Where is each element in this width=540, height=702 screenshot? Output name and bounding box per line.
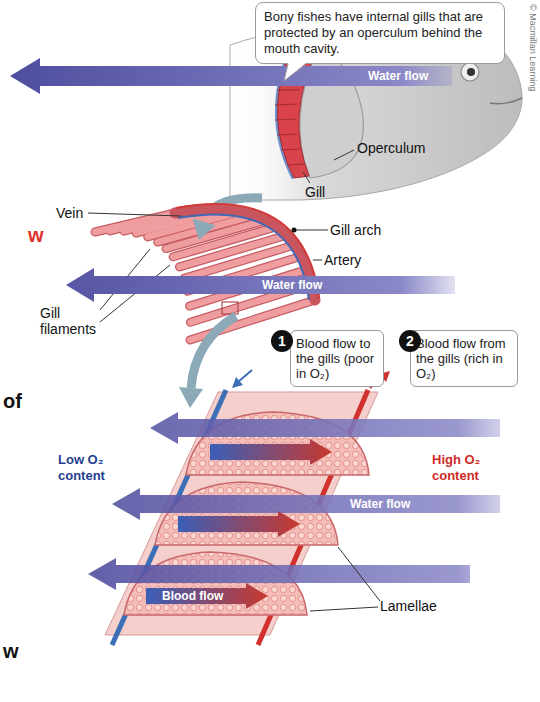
oxygen-label: High O₂ content bbox=[432, 452, 502, 484]
water-flow-arrow bbox=[66, 268, 455, 302]
zoom-box bbox=[222, 302, 238, 314]
leader-line bbox=[296, 230, 328, 231]
water-flow-arrow bbox=[150, 412, 500, 444]
flow-label: Blood flow bbox=[162, 589, 223, 603]
part-label: Gill filaments bbox=[40, 305, 104, 337]
water-flow-arrow bbox=[88, 558, 470, 590]
gill-stripe bbox=[275, 119, 296, 120]
leader-line bbox=[334, 150, 354, 160]
leader-line bbox=[313, 260, 322, 261]
part-label: Gill arch bbox=[330, 222, 381, 238]
gill-shape bbox=[277, 46, 318, 178]
gill-stripe bbox=[287, 164, 304, 165]
callout-tail-fill bbox=[284, 63, 306, 81]
leader-line bbox=[88, 213, 181, 216]
slide-text: w bbox=[3, 640, 19, 662]
zoom-arrowhead bbox=[193, 219, 216, 241]
leader-line bbox=[303, 172, 310, 183]
callout-number: 1 bbox=[271, 330, 293, 352]
flow-label: Water flow bbox=[368, 69, 428, 83]
part-label: Operculum bbox=[357, 140, 425, 156]
gill-stripe bbox=[275, 104, 297, 105]
leader-dot bbox=[292, 228, 297, 233]
fish-eye bbox=[461, 63, 479, 81]
slide-text: of bbox=[3, 390, 22, 412]
blood-flow-arrow bbox=[146, 583, 268, 609]
callout-box: Blood flow to the gills (poor in O₂) bbox=[290, 330, 384, 387]
gill-stripe bbox=[277, 89, 300, 90]
oxygen-label: Low O₂ content bbox=[58, 452, 128, 484]
zoom-arrow bbox=[191, 316, 236, 388]
gill-stripe bbox=[281, 149, 300, 150]
slide-text: w bbox=[28, 224, 44, 246]
part-label: Vein bbox=[56, 205, 83, 221]
lamella bbox=[155, 482, 338, 545]
part-label: Lamellae bbox=[380, 598, 437, 614]
blood-in-arrowhead bbox=[232, 377, 243, 388]
callout-tail bbox=[280, 63, 310, 83]
callout-text: Bony fishes have internal gills that are… bbox=[264, 9, 496, 57]
flow-label: Water flow bbox=[350, 497, 410, 511]
callout-number: 2 bbox=[399, 330, 421, 352]
fish-pupil bbox=[467, 68, 475, 76]
callout-text: Blood flow to the gills (poor in O₂) bbox=[296, 336, 378, 381]
callout-tail-outline bbox=[284, 64, 306, 81]
leader-line bbox=[338, 547, 380, 601]
fish-mouth bbox=[490, 98, 522, 104]
lamella bbox=[124, 552, 307, 615]
flow-label: Water flow bbox=[262, 278, 322, 292]
blood-flow-arrow bbox=[178, 511, 300, 537]
part-label: Artery bbox=[324, 252, 361, 268]
watermark: © Macmillan Learning bbox=[527, 4, 538, 91]
water-arrows bbox=[88, 412, 500, 590]
callout-text: Blood flow from the gills (rich in O₂) bbox=[416, 336, 512, 381]
callout-box: Bony fishes have internal gills that are… bbox=[255, 2, 505, 64]
part-label: Gill bbox=[305, 184, 325, 200]
gill-filaments bbox=[95, 209, 315, 340]
zoom-arrowhead bbox=[179, 387, 203, 408]
blood-flow-arrow bbox=[210, 439, 332, 465]
gill-stripe bbox=[277, 134, 297, 135]
filament-fills bbox=[95, 209, 315, 340]
callout-box: Blood flow from the gills (rich in O₂) bbox=[410, 330, 518, 387]
water-flow-arrow bbox=[112, 488, 500, 520]
blood-in-arrow bbox=[238, 370, 252, 382]
leader-line bbox=[310, 607, 378, 611]
filament-outlines bbox=[95, 209, 315, 340]
